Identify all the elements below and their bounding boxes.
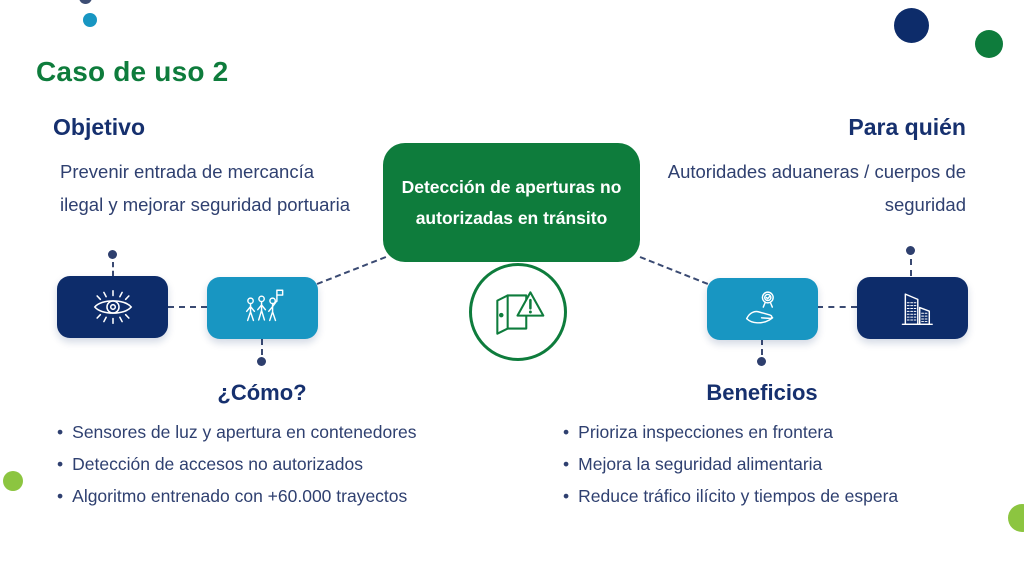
como-bullet-list: Sensores de luz y apertura en contenedor… xyxy=(57,423,497,519)
connector-line xyxy=(112,262,114,276)
decor-dot-green xyxy=(975,30,1003,58)
open-door-alert-icon xyxy=(487,281,549,343)
beneficios-heading: Beneficios xyxy=(706,380,818,405)
para-quien-body: Autoridades aduaneras / cuerpos de segur… xyxy=(667,161,966,215)
people-box xyxy=(207,277,318,339)
connector-line xyxy=(910,259,912,276)
page-title: Caso de uso 2 xyxy=(36,56,229,87)
beneficios-bullet: Mejora la seguridad alimentaria xyxy=(563,455,1003,473)
connector-line xyxy=(761,339,763,355)
decor-dot-navy xyxy=(894,8,929,43)
connector-dot-para-quien xyxy=(906,246,915,255)
hand-box xyxy=(707,278,818,340)
center-card-text: Detección de aperturas no autorizadas en… xyxy=(401,176,622,228)
connector-dot-objetivo xyxy=(108,250,117,259)
beneficios-bullet-list: Prioriza inspecciones en frontera Mejora… xyxy=(563,423,1003,519)
connector-line xyxy=(316,256,387,285)
objetivo-body: Prevenir entrada de mercancía ilegal y m… xyxy=(60,161,350,215)
connector-dot-como xyxy=(257,357,266,366)
connector-line xyxy=(168,306,207,308)
hand-medal-icon xyxy=(740,286,786,332)
como-bullet: Sensores de luz y apertura en contenedor… xyxy=(57,423,497,441)
connector-line xyxy=(817,306,857,308)
como-bullet: Algoritmo entrenado con +60.000 trayecto… xyxy=(57,487,497,505)
decor-dot-lime-right xyxy=(1008,504,1024,532)
center-card: Detección de aperturas no autorizadas en… xyxy=(383,143,640,262)
eye-icon xyxy=(90,284,136,330)
buildings-icon xyxy=(890,285,936,331)
building-box xyxy=(857,277,968,339)
beneficios-bullet: Reduce tráfico ilícito y tiempos de espe… xyxy=(563,487,1003,505)
connector-dot-beneficios xyxy=(757,357,766,366)
connector-line xyxy=(261,339,263,355)
eye-box xyxy=(57,276,168,338)
connector-line xyxy=(639,256,709,285)
como-bullet: Detección de accesos no autorizados xyxy=(57,455,497,473)
decor-dot-teal xyxy=(83,13,97,27)
para-quien-heading: Para quién xyxy=(848,114,966,140)
decor-dot-lime-left xyxy=(3,471,23,491)
beneficios-bullet: Prioriza inspecciones en frontera xyxy=(563,423,1003,441)
como-heading: ¿Cómo? xyxy=(217,380,307,405)
emblem-circle xyxy=(469,263,567,361)
objetivo-heading: Objetivo xyxy=(53,114,146,140)
people-flag-icon xyxy=(240,285,286,331)
decor-dot-navy-top-edge xyxy=(79,0,92,4)
